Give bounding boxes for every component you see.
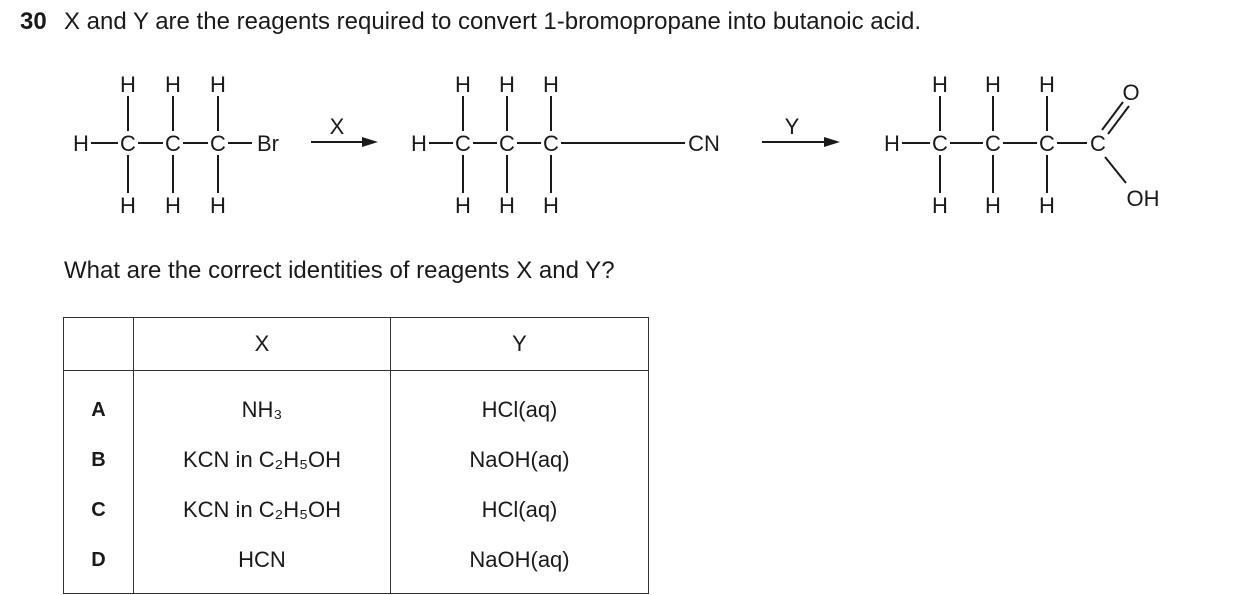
option-row-b[interactable]: B KCN in C₂H₅OH NaOH(aq) [63,435,649,485]
bromine: Br [257,131,279,156]
question-number: 30 [20,8,47,35]
butanenitrile-atom-c: C [455,131,471,156]
nitrile-group: CN [688,131,720,156]
butanoic-acid-atom-h: H [932,193,948,218]
reagent-y: NaOH(aq) [390,535,649,594]
butanenitrile-atom-h: H [411,131,427,156]
reagent-y: HCl(aq) [390,370,649,435]
header-x: X [133,317,391,371]
butanoic-acid-atom-c: C [985,131,1001,156]
header-letter [63,317,134,371]
butanoic-acid-atom-h: H [1039,193,1055,218]
reagent-y-label: Y [785,114,800,139]
hydroxyl-group: OH [1127,186,1160,211]
butanenitrile-atom-h: H [543,193,559,218]
reagent-x: KCN in C₂H₅OH [133,435,391,485]
bond [1101,101,1124,131]
table-header-row: X Y [63,317,649,371]
option-row-c[interactable]: C KCN in C₂H₅OH HCl(aq) [63,485,649,535]
bromopropane-atom-c: C [210,131,226,156]
butanenitrile-atom-h: H [543,72,559,97]
reagent-x: KCN in C₂H₅OH [133,485,391,535]
answer-table: X Y A NH₃ HCl(aq) B KCN in C₂H₅OH NaOH(a… [63,317,649,594]
butanoic-acid-atom-h: H [1039,72,1055,97]
bromopropane-atom-h: H [210,72,226,97]
reagent-x: HCN [133,535,391,594]
bromopropane-atom-h: H [73,131,89,156]
option-letter: D [63,535,134,594]
reaction-arrow-y: Y [762,114,840,147]
question-text: X and Y are the reagents required to con… [64,8,922,35]
butanoic-acid-atom-h: H [985,72,1001,97]
butanoic-acid-atom-c: C [1039,131,1055,156]
reaction-arrow-x: X [311,114,378,147]
butanenitrile-atom-h: H [499,72,515,97]
butanoic-acid-atom-h: H [932,72,948,97]
option-letter: A [63,370,134,435]
bromopropane-atom-h: H [165,72,181,97]
butanenitrile-atom-c: C [499,131,515,156]
bromopropane-atom-h: H [120,72,136,97]
reagent-y: NaOH(aq) [390,435,649,485]
bromopropane-atom-h: H [165,193,181,218]
butanenitrile-atom-h: H [499,193,515,218]
butanenitrile-atom-h: H [455,193,471,218]
bond [1104,156,1127,184]
carboxyl-carbon: C [1090,131,1106,156]
bromopropane-atom-h: H [210,193,226,218]
carbonyl-oxygen: O [1122,80,1139,105]
butanoic-acid-atom-c: C [932,131,948,156]
reagent-y: HCl(aq) [390,485,649,535]
bromopropane-atom-h: H [120,193,136,218]
bond [1107,105,1130,135]
butanoic-acid-atom-h: H [884,131,900,156]
bromopropane-atom-c: C [165,131,181,156]
option-row-a[interactable]: A NH₃ HCl(aq) [63,370,649,435]
option-letter: C [63,485,134,535]
option-row-d[interactable]: D HCN NaOH(aq) [63,535,649,594]
butanenitrile-atom-h: H [455,72,471,97]
butanenitrile-atom-c: C [543,131,559,156]
question-prompt: What are the correct identities of reage… [64,257,615,284]
butanoic-acid-atom-h: H [985,193,1001,218]
reagent-x: NH₃ [133,370,391,435]
header-y: Y [390,317,649,371]
bromopropane-atom-c: C [120,131,136,156]
option-letter: B [63,435,134,485]
reagent-x-label: X [330,114,345,139]
